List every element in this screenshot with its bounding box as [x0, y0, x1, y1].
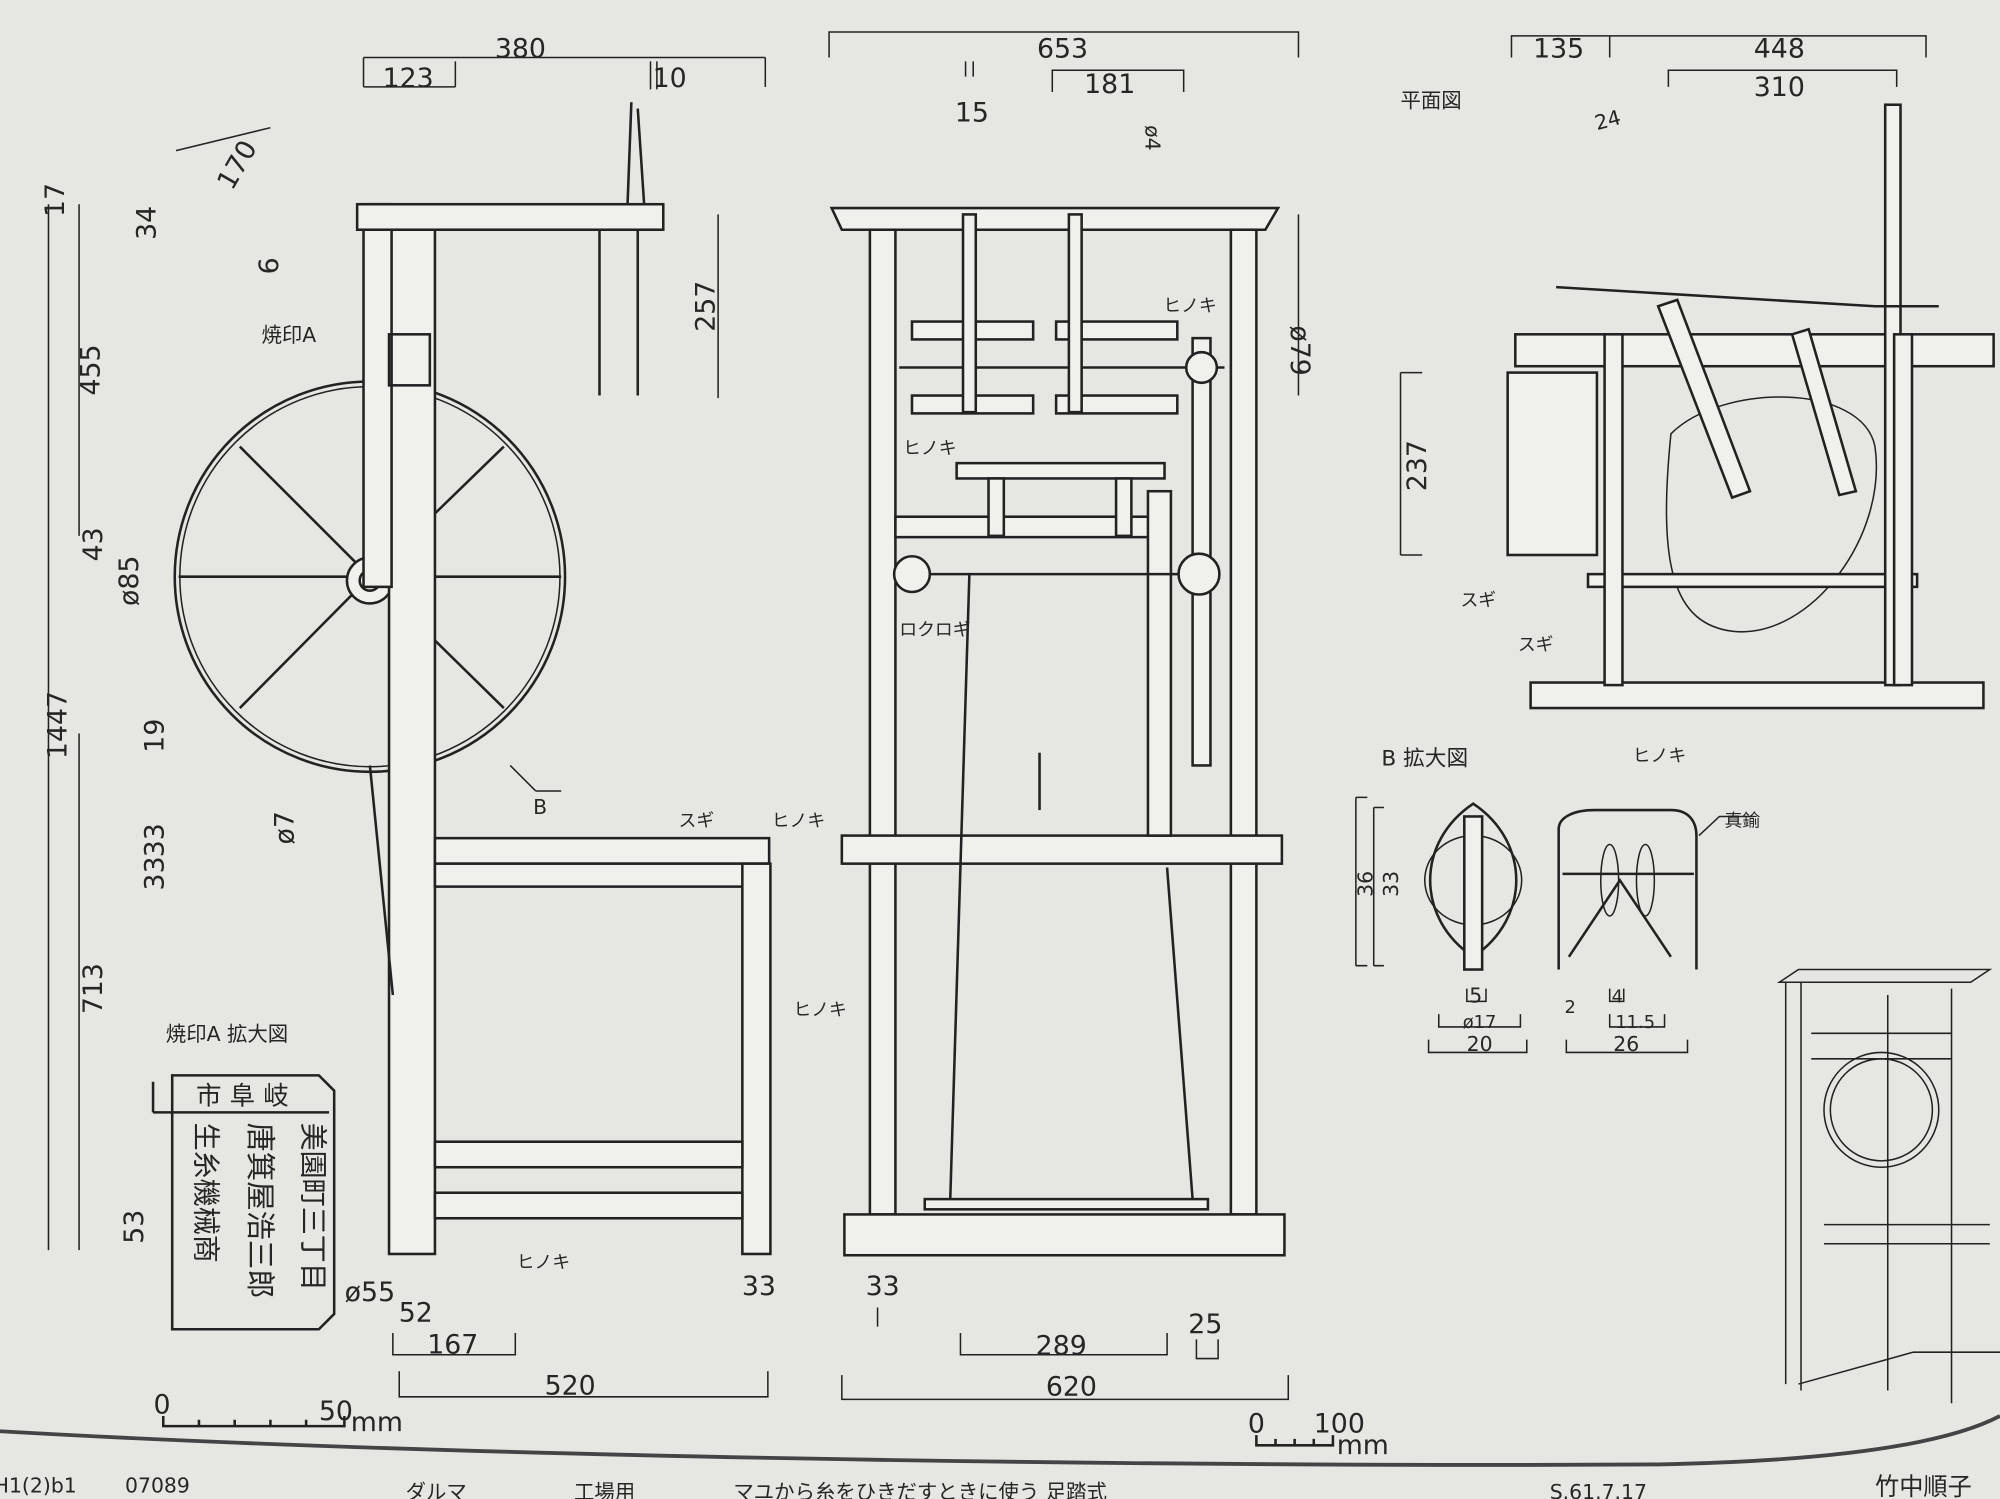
dim-label: 36 [1353, 871, 1377, 897]
dim-label: ø17 [1463, 1012, 1497, 1033]
part-label: ロクロギ [899, 619, 970, 640]
dim-label: 10 [653, 63, 687, 94]
footer-date: S.61.7.17 [1550, 1480, 1647, 1499]
dim-label: 33 [139, 856, 170, 890]
scale-end: 50 [319, 1396, 353, 1427]
part-label: ヒノキ [1633, 746, 1687, 767]
detail-b: B 拡大図 36 33 5 ø17 20 2 4 11.5 26 真鍮 [1353, 746, 1760, 1056]
dim-label: 20 [1467, 1032, 1493, 1056]
dim-label: 43 [78, 527, 109, 561]
front-view: 653 15 181 ø4 ø79 33 289 25 620 0 100 mm… [828, 31, 1389, 1461]
dim-label: 33 [742, 1271, 776, 1302]
plan-view-title: 平面図 [1401, 88, 1462, 112]
footer-author: 竹中順子 [1875, 1473, 1972, 1499]
dim-label: 1447 [42, 691, 73, 759]
stamp-detail: 焼印A 拡大図 市 阜 岐 美園町三丁目 唐箕屋浩三郎 生糸機械商 [151, 1022, 336, 1331]
dim-label: 520 [545, 1370, 596, 1401]
dim-label: 33 [1379, 871, 1403, 897]
side-view: 380 123 10 170 17 34 6 455 257 43 ø85 14… [40, 34, 847, 1439]
footer-code: H1(2)b1 [0, 1473, 77, 1497]
part-label: ヒノキ [793, 999, 847, 1020]
dim-label: 11.5 [1615, 1012, 1655, 1033]
dim-label: 620 [1046, 1372, 1097, 1403]
dim-label: 380 [495, 34, 546, 65]
part-label: スギ [679, 811, 715, 832]
dim-label: 53 [119, 1210, 150, 1244]
part-label: 真鍮 [1724, 811, 1760, 832]
dim-label: 33 [866, 1271, 900, 1302]
part-label: ヒノキ [517, 1252, 571, 1273]
dim-label: ø79 [1284, 325, 1315, 375]
dim-label: 24 [1592, 105, 1623, 135]
dim-label: 167 [427, 1329, 478, 1360]
part-label: B [533, 795, 547, 819]
detail-b-title: B 拡大図 [1381, 746, 1468, 771]
dim-label: 237 [1402, 440, 1433, 491]
dim-label: 448 [1754, 34, 1805, 65]
part-label: 焼印A [261, 323, 316, 347]
scale-unit: mm [351, 1407, 403, 1438]
perspective-sketch [1776, 968, 2000, 1404]
footer-number: 07089 [125, 1473, 190, 1497]
stamp-column: 美園町三丁目 [297, 1123, 330, 1291]
plan-view: 平面図 135 448 310 24 237 スギ スギ ヒノキ [1399, 34, 1995, 767]
dim-label: ø4 [1140, 125, 1164, 150]
stamp-column: 生糸機械商 [189, 1123, 222, 1263]
page-edge [0, 1414, 2000, 1467]
scale-zero: 0 [153, 1389, 170, 1420]
dim-label: 17 [40, 183, 71, 217]
footer: H1(2)b1 07089 ダルマ 工場用 マユから糸をひきだすときに使う 足踏… [0, 1473, 1972, 1499]
dim-label: 25 [1188, 1309, 1222, 1340]
part-label: ヒノキ [772, 811, 826, 832]
dim-label: 33 [139, 823, 170, 857]
dim-label: 135 [1533, 34, 1584, 65]
scale-unit: mm [1337, 1430, 1389, 1461]
dim-label: 713 [78, 963, 109, 1014]
dim-label: 257 [690, 281, 721, 332]
dim-label: ø55 [345, 1277, 395, 1308]
dim-label: 289 [1036, 1331, 1087, 1362]
part-label: ヒノキ [903, 438, 957, 459]
dim-label: 15 [955, 97, 989, 128]
dim-label: 5 [1469, 984, 1482, 1008]
stamp-column: 唐箕屋浩三郎 [243, 1123, 277, 1299]
footer-use: 工場用 [574, 1480, 635, 1499]
dim-label: 52 [399, 1298, 433, 1329]
dim-label: ø7 [269, 811, 300, 844]
dim-label: 653 [1037, 34, 1088, 65]
part-label: スギ [1460, 590, 1496, 611]
dim-label: 455 [75, 344, 106, 395]
scale-end: 100 [1314, 1409, 1365, 1440]
dim-label: 19 [139, 719, 170, 753]
scale-zero: 0 [1248, 1409, 1265, 1440]
footer-name: ダルマ [406, 1480, 467, 1499]
stamp-header: 市 阜 岐 [196, 1082, 289, 1112]
dim-label: 26 [1613, 1032, 1639, 1056]
dim-label: 34 [132, 206, 163, 240]
dim-label: 2 [1564, 997, 1575, 1018]
scale-bar-100mm [1255, 1435, 1335, 1447]
part-label: ヒノキ [1163, 295, 1217, 316]
dim-label: 181 [1084, 69, 1135, 100]
scale-bar-50mm [161, 1415, 346, 1428]
dim-label: ø85 [114, 556, 145, 606]
dim-label: 170 [211, 135, 263, 195]
footer-description: マユから糸をひきだすときに使う 足踏式 [733, 1480, 1107, 1499]
dim-label: 4 [1612, 987, 1623, 1008]
dim-label: 6 [254, 257, 285, 274]
dim-label: 310 [1754, 72, 1805, 103]
part-label: スギ [1518, 635, 1554, 656]
dim-label: 123 [383, 63, 434, 94]
stamp-detail-title: 焼印A 拡大図 [166, 1022, 288, 1046]
